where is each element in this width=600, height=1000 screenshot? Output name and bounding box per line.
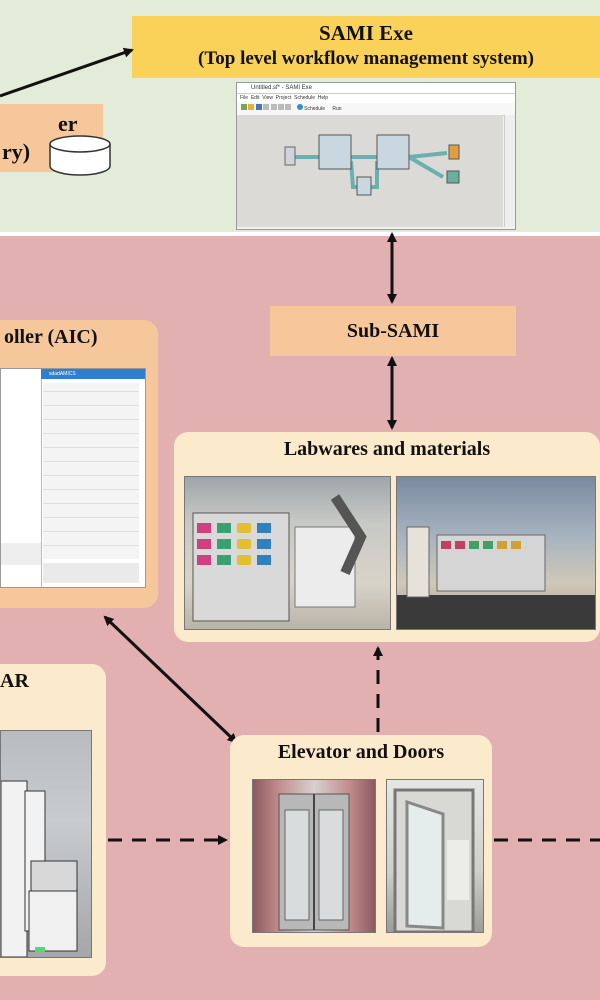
new-icon[interactable] [241,104,247,110]
amr-panel: AR [0,664,106,976]
cut-icon[interactable] [277,104,284,110]
aic-to-elevator-arrow [103,615,238,744]
sami-exe-subtitle: (Top level workflow management system) [198,48,534,69]
amr-robot-photo [0,730,92,958]
aic-left-pane [1,369,42,587]
elevator-illustration [278,793,350,931]
aic-panel: oller (AIC) sdadAMICS [0,320,158,608]
labware-panel: Labwares and materials [174,432,600,642]
undo-icon[interactable] [263,104,270,110]
elevator-photo [252,779,376,933]
open-icon[interactable] [248,104,255,110]
sami-exe-screenshot: Untitled.sf* - SAMI Exe File Edit View P… [236,82,516,230]
door-photo [386,779,484,933]
partial-user-line2: ry) [2,139,31,164]
menu-file[interactable]: File [240,95,249,101]
menu-edit[interactable]: Edit [250,95,260,101]
partial-user-line1: er [58,111,78,136]
door-illustration [393,788,475,932]
menu-project[interactable]: Project [275,95,292,101]
sub-sami-label: Sub-SAMI [346,320,440,342]
menu-help[interactable]: Help [317,95,329,101]
aic-app-title: sdadAMICS [41,369,145,379]
copy-icon[interactable] [285,104,292,110]
amr-heading: AR [0,670,29,692]
menu-schedule[interactable]: Schedule [294,95,315,101]
labware-heading: Labwares and materials [283,438,491,460]
sami-exe-title-box: SAMI Exe (Top level workflow management … [132,16,600,78]
canvas-scrollbar[interactable] [504,115,515,227]
elevator-heading: Elevator and Doors [277,741,445,763]
aic-software-screenshot: sdadAMICS [0,368,146,588]
aic-form-area[interactable] [43,383,139,559]
aic-left-footer [1,543,41,565]
toolbar-schedule-label[interactable]: Schedule [304,106,325,112]
labware-rack-illustration [192,494,367,622]
elevator-panel: Elevator and Doors [230,735,492,947]
labware-station-photo [396,476,596,630]
labware-station-illustration [397,526,595,629]
sami-exe-title: SAMI Exe [319,21,413,45]
redo-icon[interactable] [270,104,277,110]
workflow-canvas[interactable] [237,115,503,227]
labware-rack-photo [184,476,391,630]
menu-bar: File Edit View Project Schedule Help [237,94,515,103]
window-title: Untitled.sf* - SAMI Exe [237,83,515,94]
user-to-sami-arrow [0,47,134,98]
workflow-graph [284,134,460,196]
aic-heading: oller (AIC) [4,326,98,348]
save-icon[interactable] [255,104,262,110]
database-icon [49,135,111,176]
menu-view[interactable]: View [262,95,273,101]
toolbar-run-label[interactable]: Run [332,106,342,112]
aic-status-area [43,563,139,583]
amr-robot-illustration [1,780,78,957]
sub-sami-box: Sub-SAMI [270,306,516,356]
schedule-icon[interactable] [296,104,303,110]
